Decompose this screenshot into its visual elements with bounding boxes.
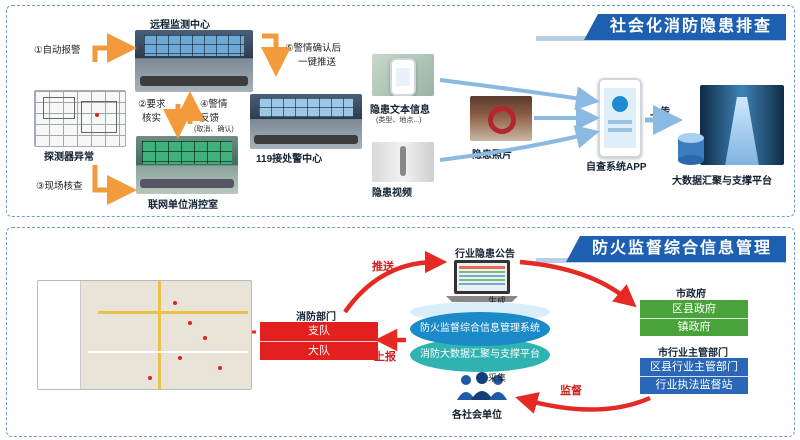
social-units-people-icon bbox=[457, 372, 507, 400]
map-sidebar bbox=[38, 281, 81, 389]
phone-icon bbox=[390, 58, 416, 96]
pipe-shape bbox=[400, 146, 406, 176]
hazard-text-photo bbox=[372, 54, 434, 96]
dispatch-screens bbox=[258, 98, 354, 118]
fire-dept-title: 消防部门 bbox=[296, 312, 336, 323]
fire-dept-row: 支队 bbox=[308, 325, 330, 337]
feedback-label-1: ④警情 bbox=[200, 99, 228, 110]
app-screen bbox=[604, 88, 636, 148]
floorplan-room bbox=[43, 97, 75, 119]
confirm-push-label-2: 一键推送 bbox=[298, 57, 337, 68]
big-data-label: 大数据汇聚与支撑平台 bbox=[672, 176, 772, 187]
arrow-supervise bbox=[515, 392, 651, 414]
arrow-auto-alarm bbox=[92, 33, 137, 63]
map-road bbox=[88, 351, 248, 353]
app-bar bbox=[608, 120, 632, 124]
remote-center-photo bbox=[135, 30, 253, 92]
remote-center-label: 远程监测中心 bbox=[150, 20, 210, 31]
announcement-label: 行业隐患公告 bbox=[455, 249, 515, 260]
laptop-icon bbox=[446, 260, 518, 302]
hazard-marker bbox=[203, 336, 207, 340]
arrow-push bbox=[343, 250, 448, 314]
feedback-label-3: (取消、确认) bbox=[194, 126, 234, 133]
hazard-marker bbox=[173, 301, 177, 305]
hazard-photo bbox=[470, 96, 532, 141]
arrow-text-to-app bbox=[439, 78, 600, 111]
platform-system-disc: 防火监督综合信息管理系统 bbox=[410, 312, 550, 346]
arrow-onsite-check bbox=[92, 165, 137, 205]
dispatch-119-label: 119接处警中心 bbox=[256, 154, 323, 165]
municipal-row: 镇政府 bbox=[640, 318, 748, 336]
dispatch-desk bbox=[254, 134, 358, 144]
linked-control-label: 联网单位消控室 bbox=[148, 200, 218, 211]
hazard-marker bbox=[148, 376, 152, 380]
map-road bbox=[158, 281, 161, 389]
self-check-app-phone bbox=[598, 78, 642, 158]
require-verify-label-1: ②要求 bbox=[138, 99, 166, 110]
hazard-video-photo bbox=[372, 142, 434, 182]
hazard-video-label: 隐患视频 bbox=[372, 188, 412, 199]
fire-dept-box: 支队 大队 bbox=[260, 322, 378, 360]
linked-control-photo bbox=[136, 136, 238, 194]
supervise-label: 监督 bbox=[560, 385, 582, 397]
control-desk bbox=[140, 178, 234, 189]
phone-screen bbox=[396, 68, 410, 86]
arrow-announcement-to-government bbox=[519, 259, 637, 308]
server-room-photo bbox=[700, 85, 784, 165]
feedback-label-2: 反馈 bbox=[200, 113, 220, 124]
social-units-label: 各社会单位 bbox=[452, 410, 502, 421]
require-verify-label-2: 核实 bbox=[142, 113, 162, 124]
control-screens bbox=[142, 140, 232, 164]
alarm-dot bbox=[95, 113, 99, 117]
hazard-photo-label: 隐患照片 bbox=[472, 150, 512, 161]
industry-row: 行业执法监督站 bbox=[640, 376, 748, 394]
municipal-box: 区县政府 镇政府 bbox=[640, 300, 748, 336]
map-screenshot bbox=[37, 280, 252, 390]
hazard-marker bbox=[188, 321, 192, 325]
floorplan-room bbox=[81, 101, 117, 133]
collect-label: 采集 bbox=[488, 373, 507, 383]
report-up-label: 上报 bbox=[374, 351, 396, 363]
social-hazard-banner: 社会化消防隐患排查 bbox=[583, 14, 786, 40]
onsite-check-label: ③现场核查 bbox=[36, 181, 83, 192]
hazard-marker bbox=[218, 366, 222, 370]
console-desk bbox=[139, 75, 249, 86]
database-icon bbox=[678, 133, 704, 165]
floorplan-image bbox=[34, 90, 126, 147]
arrow-confirm-push bbox=[261, 33, 291, 77]
fire-dept-row: 大队 bbox=[260, 341, 378, 360]
self-check-app-label: 自查系统APP bbox=[586, 162, 647, 173]
industry-box: 区县行业主管部门 行业执法监督站 bbox=[640, 358, 748, 394]
municipal-row: 区县政府 bbox=[672, 303, 716, 315]
industry-title: 市行业主管部门 bbox=[658, 348, 728, 359]
fire-supervision-banner: 防火监督综合信息管理 bbox=[565, 236, 786, 262]
push-label: 推送 bbox=[372, 261, 394, 273]
detector-abnormal-label: 探测器异常 bbox=[44, 152, 94, 163]
map-road bbox=[98, 311, 248, 314]
dispatch-119-photo bbox=[250, 94, 362, 149]
confirm-push-label-1: ⑤警情确认后 bbox=[285, 43, 342, 54]
generate-label: 生成 bbox=[488, 296, 507, 306]
video-wall bbox=[144, 34, 244, 57]
hazard-text-sub-label: (类型、地点...) bbox=[376, 117, 422, 124]
municipal-title: 市政府 bbox=[676, 289, 706, 300]
hazard-marker bbox=[178, 356, 182, 360]
industry-row: 区县行业主管部门 bbox=[650, 361, 738, 373]
hazard-text-label: 隐患文本信息 bbox=[370, 105, 430, 116]
app-logo-icon bbox=[612, 96, 628, 112]
arrow-video-to-app bbox=[439, 125, 600, 162]
auto-alarm-label: ①自动报警 bbox=[34, 45, 81, 56]
app-bar bbox=[608, 128, 632, 132]
fire-hose bbox=[488, 106, 516, 134]
